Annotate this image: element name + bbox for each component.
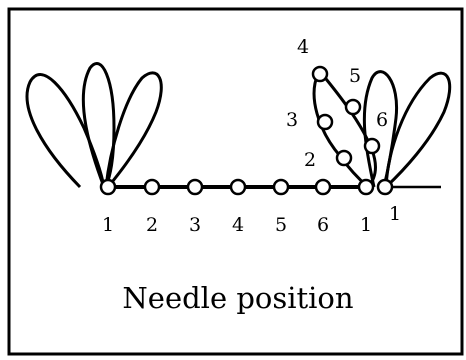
needle-circles [99, 178, 394, 196]
label-bottom-1: 1 [102, 214, 114, 236]
outer-border [7, 7, 464, 356]
label-bottom-4: 4 [232, 214, 244, 236]
arc-circle-5 [344, 98, 362, 116]
left-loop-3 [104, 71, 163, 188]
needle-circle-8 [376, 178, 394, 196]
label-arc-4: 4 [297, 36, 309, 58]
needle-circle-7 [357, 178, 375, 196]
label-bottom-6: 6 [317, 214, 329, 236]
label-arc-5: 5 [349, 65, 361, 87]
arc-outer [312, 73, 369, 189]
arc-labels: 2 3 4 5 6 [286, 36, 388, 171]
label-arc-2: 2 [304, 149, 316, 171]
label-arc-6: 6 [376, 109, 388, 131]
needle-circle-3 [186, 178, 204, 196]
arc-circles [311, 65, 381, 167]
needle-circle-2 [143, 178, 161, 196]
label-bottom-1b: 1 [360, 214, 372, 236]
right-loop-2 [384, 71, 452, 189]
needle-circle-6 [314, 178, 332, 196]
left-loop-1 [25, 73, 106, 189]
arc-circle-4 [311, 65, 329, 83]
bottom-row-labels: 1 2 3 4 5 6 1 1 [102, 203, 401, 236]
label-bottom-2: 2 [146, 214, 158, 236]
needle-circle-4 [229, 178, 247, 196]
arc-circle-2 [335, 149, 353, 167]
label-bottom-5: 5 [275, 214, 287, 236]
needle-circle-5 [272, 178, 290, 196]
caption: Needle position [122, 281, 353, 315]
label-bottom-1c: 1 [389, 203, 401, 225]
arc-circle-6 [363, 137, 381, 155]
label-arc-3: 3 [286, 109, 298, 131]
needle-circle-1 [99, 178, 117, 196]
arc-circle-3 [316, 113, 334, 131]
left-loop-2 [81, 61, 116, 188]
label-bottom-3: 3 [189, 214, 201, 236]
left-loops [25, 61, 163, 189]
